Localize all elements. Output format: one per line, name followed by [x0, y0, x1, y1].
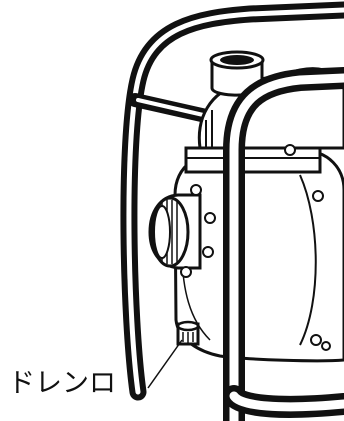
drain-label: ドレンロ	[8, 369, 116, 399]
callout-leader-line	[148, 340, 182, 388]
